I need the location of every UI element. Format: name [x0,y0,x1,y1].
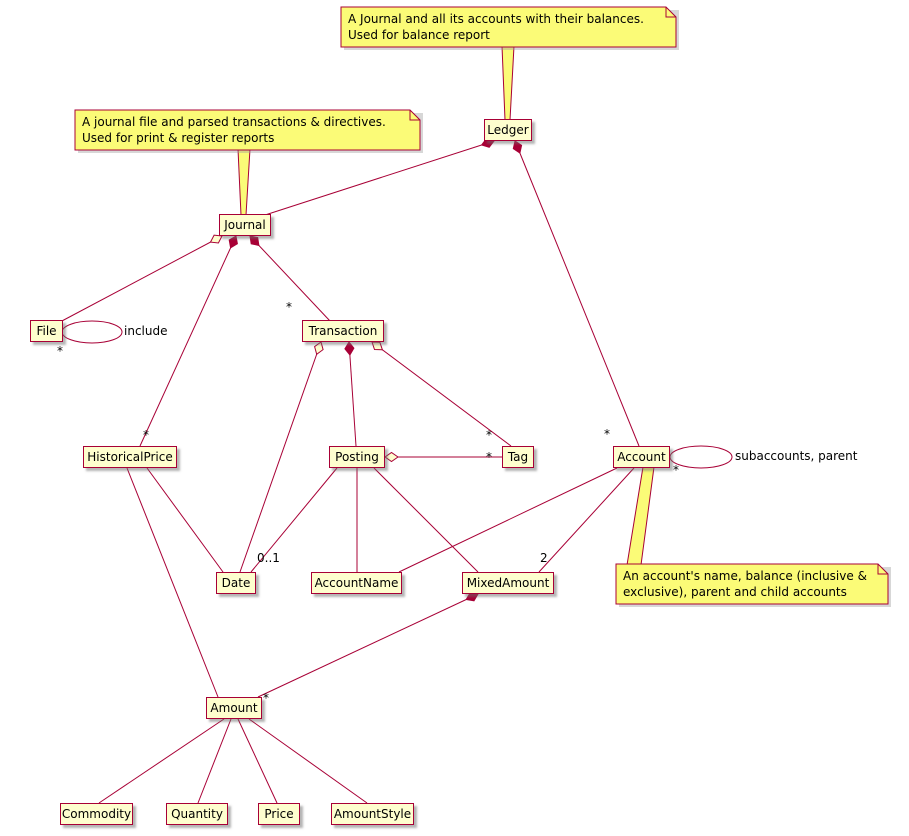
note-text-line: exclusive), parent and child accounts [623,585,847,599]
note [340,6,677,48]
class-node-label: Journal [224,218,266,232]
class-node-label: Transaction [308,324,378,338]
edge-amount-price [237,718,278,804]
class-node-posting: Posting [329,446,385,468]
class-node-file: File [30,320,63,342]
class-node-journal: Journal [219,214,271,236]
note-fold-icon [409,110,420,121]
note-text-line: An account's name, balance (inclusive & [623,569,867,583]
edge-amount-quantity [197,718,232,804]
edge-posting-date [250,467,338,573]
aggregation-diamond-icon [371,341,384,351]
multiplicity-label: * [143,428,149,442]
class-node-tag: Tag [502,446,534,468]
class-node-amount: Amount [206,697,262,719]
note-connector-ledger [501,45,515,121]
class-node-label: Commodity [61,807,132,821]
class-node-label: Price [264,807,294,821]
class-node-date: Date [216,572,256,594]
note-text-line: A Journal and all its accounts with thei… [348,12,644,26]
multiplicity-label: * [57,344,63,358]
edge-journal-historicalprice [139,235,237,447]
note [74,109,421,151]
note-text-line: Used for balance report [348,28,490,42]
note-text: A Journal and all its accounts with thei… [341,7,676,47]
class-node-label: Tag [507,450,529,464]
multiplicity-label: * [263,691,269,705]
note-text: A journal file and parsed transactions &… [75,110,420,150]
class-node-label: Posting [335,450,379,464]
class-node-label: AccountName [314,576,399,590]
composition-diamond-icon [228,235,238,249]
note [615,563,889,605]
edge-historicalprice-amount [126,467,219,698]
multiplicity-label: * [604,427,610,441]
class-node-label: AmountStyle [333,807,412,821]
class-node-label: HistoricalPrice [87,450,173,464]
composition-diamond-icon [512,140,523,154]
aggregation-diamond-icon [384,451,399,463]
class-node-label: Date [221,576,251,590]
multiplicity-label: * [286,300,292,314]
edge-historicalprice-date [146,467,224,573]
note-fold-icon [665,7,676,18]
edge-journal-file [59,235,223,323]
edge-account-accountname [398,467,618,573]
multiplicity-label: 2 [540,551,548,565]
class-node-label: Amount [210,701,258,715]
class-node-mixedamount: MixedAmount [462,572,554,594]
edge-journal-transaction [249,235,331,322]
class-node-label: Quantity [171,807,223,821]
edge-amount-commodity [98,718,225,804]
edge-transaction-date [239,341,322,573]
self-association-loop-file [61,320,123,344]
class-node-transaction: Transaction [302,320,384,342]
note-connector-journal [237,148,251,216]
multiplicity-label: 0..1 [257,551,280,565]
edge-ledger-journal [261,140,495,217]
class-node-label: Account [617,450,666,464]
class-node-label: File [36,324,57,338]
note-connector-account [626,466,655,566]
multiplicity-label: * [486,428,492,442]
multiplicity-label: * [486,450,492,464]
class-node-accountname: AccountName [311,572,402,594]
edge-mixedamount-amount [257,593,479,698]
class-node-commodity: Commodity [60,803,133,825]
class-node-price: Price [258,803,300,825]
aggregation-diamond-icon [314,341,324,356]
edge-amount-amountstyle [248,718,368,804]
class-node-ledger: Ledger [484,119,532,141]
aggregation-diamond-icon [209,234,223,244]
edge-posting-mixedamount [373,467,479,573]
class-node-quantity: Quantity [166,803,228,825]
composition-diamond-icon [344,341,355,356]
note-text: An account's name, balance (inclusive & e… [616,564,888,604]
class-node-label: Ledger [487,123,529,137]
edge-ledger-account [514,140,640,447]
edge-transaction-posting [348,341,357,447]
self-association-loop-account [669,445,733,469]
multiplicity-label: * [673,463,679,477]
edge-transaction-tag [371,341,512,447]
class-node-historicalprice: HistoricalPrice [83,446,177,468]
note-fold-icon [877,564,888,575]
note-text-line: A journal file and parsed transactions &… [82,115,386,129]
class-node-amountstyle: AmountStyle [331,803,414,825]
note-text-line: Used for print & register reports [82,131,275,145]
association-label: include [124,324,168,338]
class-node-label: MixedAmount [466,576,550,590]
composition-diamond-icon [249,235,260,247]
class-node-account: Account [613,446,670,468]
edge-account-mixedamount [538,467,635,573]
association-label: subaccounts, parent [735,449,858,463]
